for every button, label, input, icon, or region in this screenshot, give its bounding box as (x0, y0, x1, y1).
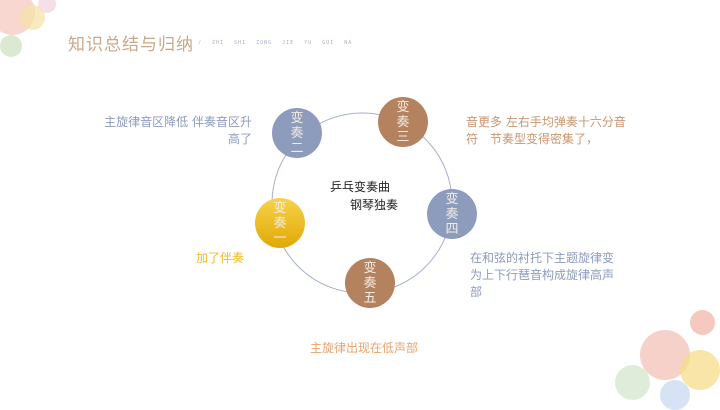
desc-variation-4: 在和弦的衬托下主题旋律变为上下行琶音构成旋律高声部 (470, 251, 615, 299)
node-char: 变 (273, 200, 287, 216)
node-char: 奏 (396, 114, 410, 130)
node-char: 奏 (363, 275, 377, 291)
center-title: 乒乓变奏曲 钢琴独奏 (330, 178, 398, 214)
node-char: 变 (396, 99, 410, 115)
desc-variation-3: 音更多 左右手均弹奏十六分音符 节奏型变得密集了， (466, 115, 626, 146)
node-char: 一 (273, 230, 287, 246)
node-char: 奏 (445, 206, 459, 222)
node-variation-3: 变奏三 (378, 97, 428, 147)
center-line-2: 钢琴独奏 (350, 198, 399, 212)
node-char: 二 (290, 140, 304, 156)
node-char: 四 (445, 221, 459, 237)
node-char: 变 (290, 110, 304, 126)
node-char: 五 (363, 290, 377, 306)
node-char: 奏 (290, 125, 304, 141)
center-line-1: 乒乓变奏曲 (330, 180, 391, 194)
node-variation-5: 变奏五 (345, 258, 395, 308)
desc-variation-1: 加了伴奏 (196, 251, 245, 265)
node-variation-4: 变奏四 (427, 189, 477, 239)
node-char: 三 (396, 129, 410, 145)
node-char: 变 (445, 191, 459, 207)
page-title: 知识总结与归纳 (68, 35, 194, 55)
node-variation-2: 变奏二 (272, 108, 322, 158)
desc-variation-2: 主旋律音区降低 伴奏音区升高了 (104, 115, 252, 146)
page-title-pinyin: / ZHI SHI ZONG JIE YU GUI NA (198, 40, 353, 46)
node-variation-1: 变奏一 (255, 198, 305, 248)
node-char: 变 (363, 260, 377, 276)
desc-variation-5: 主旋律出现在低声部 (310, 341, 419, 355)
node-char: 奏 (273, 215, 287, 231)
